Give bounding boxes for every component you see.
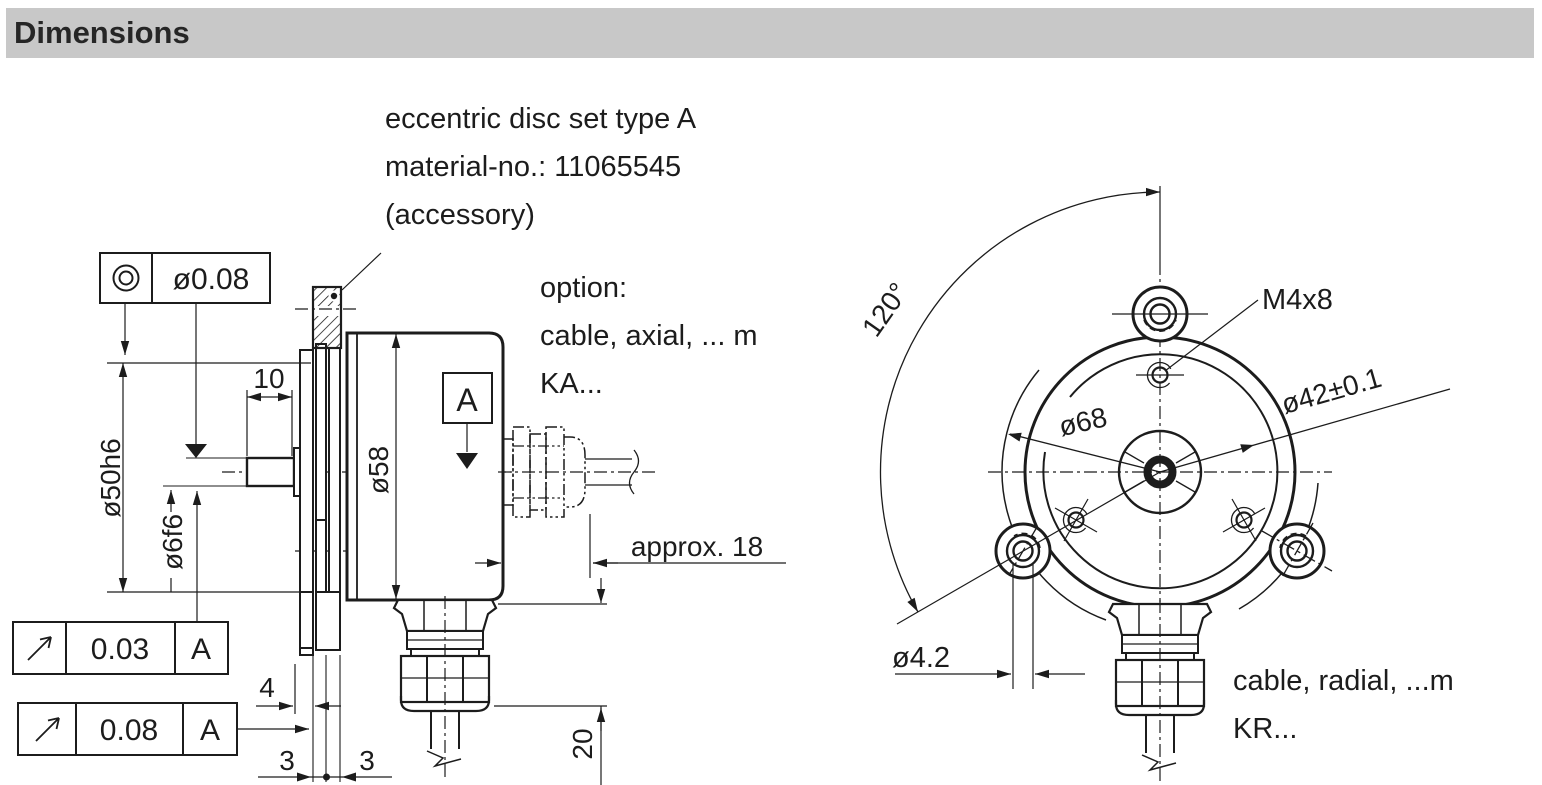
shaft — [245, 447, 302, 497]
runout-arrow-icon — [27, 636, 52, 661]
radial-cable-gland-front — [1107, 598, 1213, 784]
dim-disc-thickness-label: 3 — [359, 745, 375, 776]
option-note-line1: option: — [540, 272, 627, 304]
dim-bolt-circle: ø42±0.1 — [1159, 362, 1451, 473]
dim-collar-label: ø50h6 — [95, 438, 126, 517]
dim-screw-thread: M4x8 — [1164, 284, 1333, 372]
flange-stack — [299, 285, 343, 656]
dim-arrowhead — [297, 772, 311, 782]
dim-disc-gap-label: 3 — [279, 745, 295, 776]
accessory-note-line3: (accessory) — [385, 199, 535, 231]
dim-shaft-length-label: 10 — [253, 363, 284, 394]
eccentric-disc — [311, 285, 343, 350]
fcf-runout-bottom-datum: A — [200, 714, 220, 747]
axial-option-note: option: cable, axial, ... m KA... — [540, 272, 758, 400]
dim-radial-gland-label: 20 — [567, 728, 598, 759]
fcf-runout-top: 0.03 A — [12, 491, 229, 675]
accessory-note: eccentric disc set type A material-no.: … — [341, 103, 697, 291]
dim-housing-diameter: ø58 — [363, 334, 401, 599]
fcf-runout-bottom: 0.08 A — [17, 702, 309, 756]
datum-triangle-icon — [456, 453, 478, 469]
page-title: Dimensions — [14, 15, 190, 50]
dim-flange-offset: 4 — [256, 664, 341, 714]
fcf-runout-top-datum: A — [191, 633, 211, 666]
dim-disc-spacing: 3 3 — [258, 655, 392, 782]
datum-flag-label: A — [456, 382, 478, 418]
runout-arrow-icon — [35, 717, 60, 742]
dim-housing-label: ø58 — [363, 446, 394, 494]
axial-cable-gland-option — [498, 426, 656, 518]
mounting-lug-lower-right — [1261, 522, 1333, 580]
dim-arrowhead — [342, 772, 356, 782]
accessory-note-line1: eccentric disc set type A — [385, 103, 697, 135]
dim-shaft-diameter: ø6f6 — [157, 457, 247, 592]
fcf-concentricity-value: ø0.08 — [173, 263, 250, 296]
dim-lug-hole: ø4.2 — [892, 563, 1085, 689]
radial-note-line2: KR... — [1233, 713, 1297, 745]
dim-mounting-angle: 120° — [856, 187, 1161, 625]
dim-axial-gland-label: approx. 18 — [631, 531, 763, 562]
dim-mounting-angle-label: 120° — [856, 277, 915, 342]
dim-arrowhead — [1240, 444, 1254, 453]
fcf-concentricity: ø0.08 — [99, 252, 271, 458]
side-view: eccentric disc set type A material-no.: … — [12, 103, 786, 785]
option-note-line3: KA... — [540, 368, 603, 400]
radial-cable-note: cable, radial, ...m KR... — [1233, 665, 1454, 745]
dim-lug-circle-label: ø68 — [1056, 401, 1110, 442]
mounting-lug-top — [1112, 285, 1208, 343]
dim-radial-gland-length: 20 — [494, 578, 607, 785]
datum-triangle-icon — [185, 444, 207, 458]
option-note-line2: cable, axial, ... m — [540, 320, 758, 352]
set-screw-dot — [330, 292, 338, 300]
dim-collar-diameter: ø50h6 — [95, 362, 311, 593]
dim-screw-thread-label: M4x8 — [1262, 284, 1333, 316]
dim-shaft-length: 10 — [246, 363, 293, 456]
dim-chain-dot — [323, 773, 330, 781]
section-header-bar: Dimensions — [6, 8, 1534, 58]
fcf-runout-top-value: 0.03 — [91, 633, 149, 666]
datum-flag: A — [442, 372, 493, 469]
dim-axial-gland-length: approx. 18 — [475, 514, 786, 578]
radial-cable-gland — [392, 594, 498, 780]
fcf-runout-bottom-value: 0.08 — [100, 714, 158, 747]
threaded-hole-lower-right — [1222, 498, 1266, 542]
concentricity-icon — [112, 264, 140, 292]
dim-shaft-label: ø6f6 — [157, 514, 188, 570]
front-view: 120° ø68 ø42±0.1 M4x8 — [856, 186, 1454, 784]
radial-note-line1: cable, radial, ...m — [1233, 665, 1454, 697]
dim-flange-offset-label: 4 — [259, 672, 275, 703]
accessory-leader-line — [341, 252, 382, 291]
accessory-note-line2: material-no.: 11065545 — [385, 151, 681, 183]
dim-bolt-circle-label: ø42±0.1 — [1278, 362, 1385, 420]
dim-arrowhead — [1008, 432, 1022, 442]
dim-lug-hole-label: ø4.2 — [892, 642, 950, 674]
